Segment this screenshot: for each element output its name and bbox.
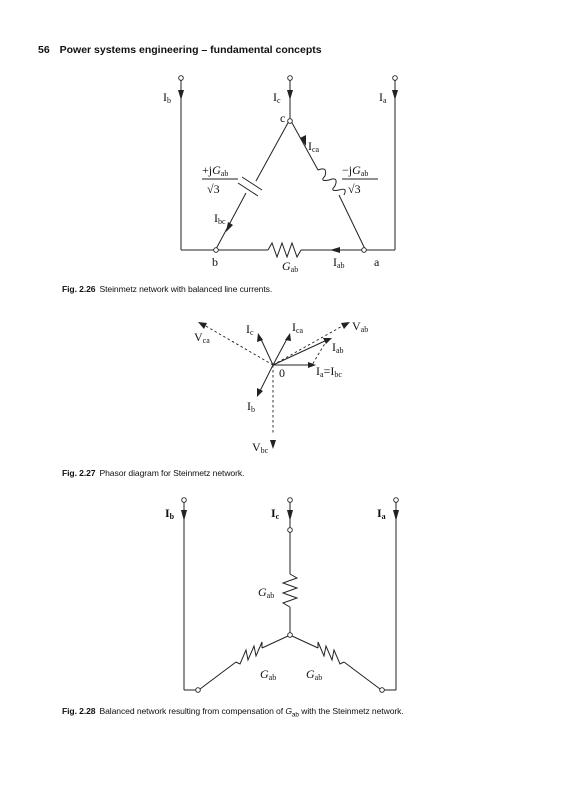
branch-right-lower <box>343 661 381 690</box>
label-node-a: a <box>374 255 380 269</box>
branch-left-lower <box>199 661 237 690</box>
node-b <box>213 247 219 253</box>
arrow-iab <box>330 247 340 253</box>
running-title: Power systems engineering – fundamental … <box>59 44 322 56</box>
branch-right-upper <box>291 635 319 649</box>
caption-number: Fig. 2.27 <box>62 468 96 478</box>
caption-number: Fig. 2.26 <box>62 284 96 294</box>
caption-text: Steinmetz network with balanced line cur… <box>99 284 273 294</box>
phasor-iab <box>272 339 328 366</box>
terminal-a-top <box>392 75 398 81</box>
label-ibc: Ibc <box>214 211 226 226</box>
terminal-b-top <box>181 497 187 503</box>
terminal-c-top <box>287 75 293 81</box>
page-number: 56 <box>38 44 50 56</box>
star-node <box>287 632 293 638</box>
label-ia: Ia <box>379 90 387 105</box>
caption-number: Fig. 2.28 <box>62 706 96 716</box>
label-ib: Ib <box>165 506 175 521</box>
arrow-vab <box>341 322 350 329</box>
fig-2-28-diagram: Ib Ic Ia Gab Gab Gab <box>165 497 399 693</box>
node-a-bottom <box>379 687 385 693</box>
branch-ca-upper <box>290 120 319 171</box>
arrow-ia <box>392 90 398 100</box>
phasor-ib <box>258 364 274 394</box>
label-iab: Iab <box>333 255 345 270</box>
label-vab: Vab <box>352 319 368 334</box>
arrow-ic <box>257 333 263 342</box>
label-ica-phasor: Ica <box>292 320 304 335</box>
capacitor-plate-2 <box>237 182 259 197</box>
arrow-ib-phasor <box>257 388 263 397</box>
phasor-ica <box>272 336 289 366</box>
inductor-coil <box>317 168 346 196</box>
arrow-ica <box>300 135 306 146</box>
fig-2-27-phasor-diagram: Vab Vca Ic Ica Iab Ia=Ibc 0 Ib Vbc <box>194 319 368 455</box>
capacitor-plate-1 <box>241 176 263 191</box>
arrow-ica-phasor <box>285 333 291 341</box>
label-inductor-den: √3 <box>348 182 361 196</box>
label-resistor-vertical: Gab <box>258 585 274 600</box>
label-capacitor-den: √3 <box>207 182 220 196</box>
arrow-ic <box>287 510 293 521</box>
caption-g-subscript: ab <box>291 711 299 719</box>
terminal-c-top <box>287 497 293 503</box>
label-ia: Ia <box>377 506 386 521</box>
branch-left-upper <box>261 635 289 649</box>
arrow-vbc <box>270 440 276 449</box>
caption-text-post: with the Steinmetz network. <box>301 706 404 716</box>
label-ic: Ic <box>273 90 281 105</box>
arrow-ib <box>181 510 187 521</box>
phasor-ic <box>259 336 274 366</box>
fig-2-26-diagram: Ib Ic Ia c Ica +jGab √3 −jGab √3 Ibc b G… <box>163 75 398 274</box>
branch-cb-lower <box>215 192 247 250</box>
label-vca: Vca <box>194 330 210 345</box>
label-node-b: b <box>212 255 218 269</box>
arrow-iab-phasor <box>323 338 332 344</box>
caption-text: Phasor diagram for Steinmetz network. <box>99 468 245 478</box>
arrow-ib <box>178 90 184 100</box>
label-resistor-left: Gab <box>260 667 276 682</box>
label-ic-phasor: Ic <box>246 322 254 337</box>
arrow-ic <box>287 90 293 100</box>
node-c <box>287 118 293 124</box>
label-capacitor-num: +jGab <box>202 163 228 178</box>
terminal-b-top <box>178 75 184 81</box>
arrow-vca <box>198 322 207 329</box>
page-header: 56 Power systems engineering – fundament… <box>38 44 322 56</box>
label-ib-phasor: Ib <box>247 399 255 414</box>
resistor-left <box>235 641 263 665</box>
label-ib: Ib <box>163 90 171 105</box>
node-b-bottom <box>195 687 201 693</box>
phasor-vca <box>203 324 274 366</box>
arrow-ibc <box>226 222 233 232</box>
label-resistor-right: Gab <box>306 667 322 682</box>
branch-cb-upper <box>255 120 290 182</box>
caption-text-pre: Balanced network resulting from compensa… <box>99 706 284 716</box>
label-iab-phasor: Iab <box>332 340 344 355</box>
resistor-right <box>317 641 345 665</box>
resistor-vertical <box>281 573 299 608</box>
label-origin: 0 <box>279 366 285 380</box>
arrow-ia-phasor <box>308 362 316 368</box>
branch-ca-lower <box>338 194 366 250</box>
terminal-a-top <box>393 497 399 503</box>
node-a <box>361 247 367 253</box>
node-c-mid <box>287 527 293 533</box>
phasor-vab <box>272 323 347 366</box>
arrow-ia <box>393 510 399 521</box>
label-node-c: c <box>280 111 285 125</box>
label-vbc: Vbc <box>252 440 269 455</box>
label-inductor-num: −jGab <box>342 163 368 178</box>
label-ica: Ica <box>308 139 320 154</box>
label-ic: Ic <box>271 506 280 521</box>
caption-g-symbol: G <box>285 706 292 716</box>
resistor-zigzag <box>267 241 302 259</box>
label-ia-eq-ibc: Ia=Ibc <box>316 364 342 379</box>
label-resistor: Gab <box>282 259 298 274</box>
